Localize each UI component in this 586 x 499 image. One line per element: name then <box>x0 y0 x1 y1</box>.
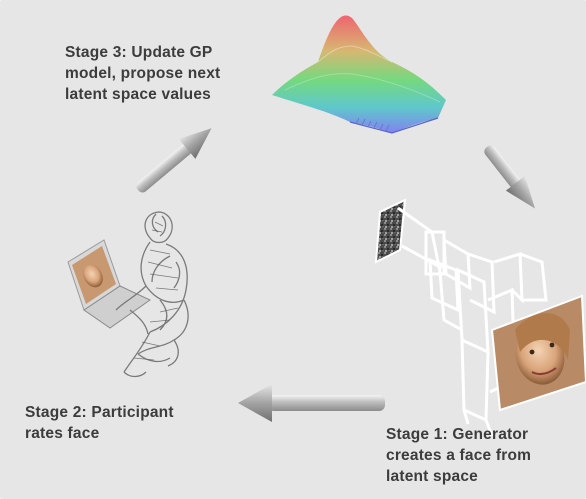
stage-2-label: Stage 2: Participant rates face <box>25 402 174 444</box>
stage-1-line-1: Stage 1: Generator <box>386 426 529 443</box>
stage-3-line-2: model, propose next <box>65 65 221 82</box>
stage-3-label: Stage 3: Update GP model, propose next l… <box>65 42 220 105</box>
network-generator-icon <box>374 198 548 437</box>
face-image-icon <box>490 294 586 412</box>
gp-surface-icon <box>272 15 446 134</box>
stage-2-line-1: Stage 2: Participant <box>25 404 174 421</box>
cycle-arrow-icon <box>484 145 536 209</box>
stage-2-line-2: rates face <box>25 425 100 442</box>
participant-with-laptop-icon <box>67 211 189 378</box>
cycle-arrow-icon <box>238 384 385 422</box>
cycle-arrow-icon <box>136 128 212 193</box>
stage-3-line-1: Stage 3: Update GP <box>65 44 213 61</box>
stage-1-line-2: creates a face from <box>386 447 532 464</box>
stage-1-line-3: latent space <box>386 468 478 485</box>
stage-1-label: Stage 1: Generator creates a face from l… <box>386 424 531 487</box>
stage-3-line-3: latent space values <box>65 86 211 103</box>
